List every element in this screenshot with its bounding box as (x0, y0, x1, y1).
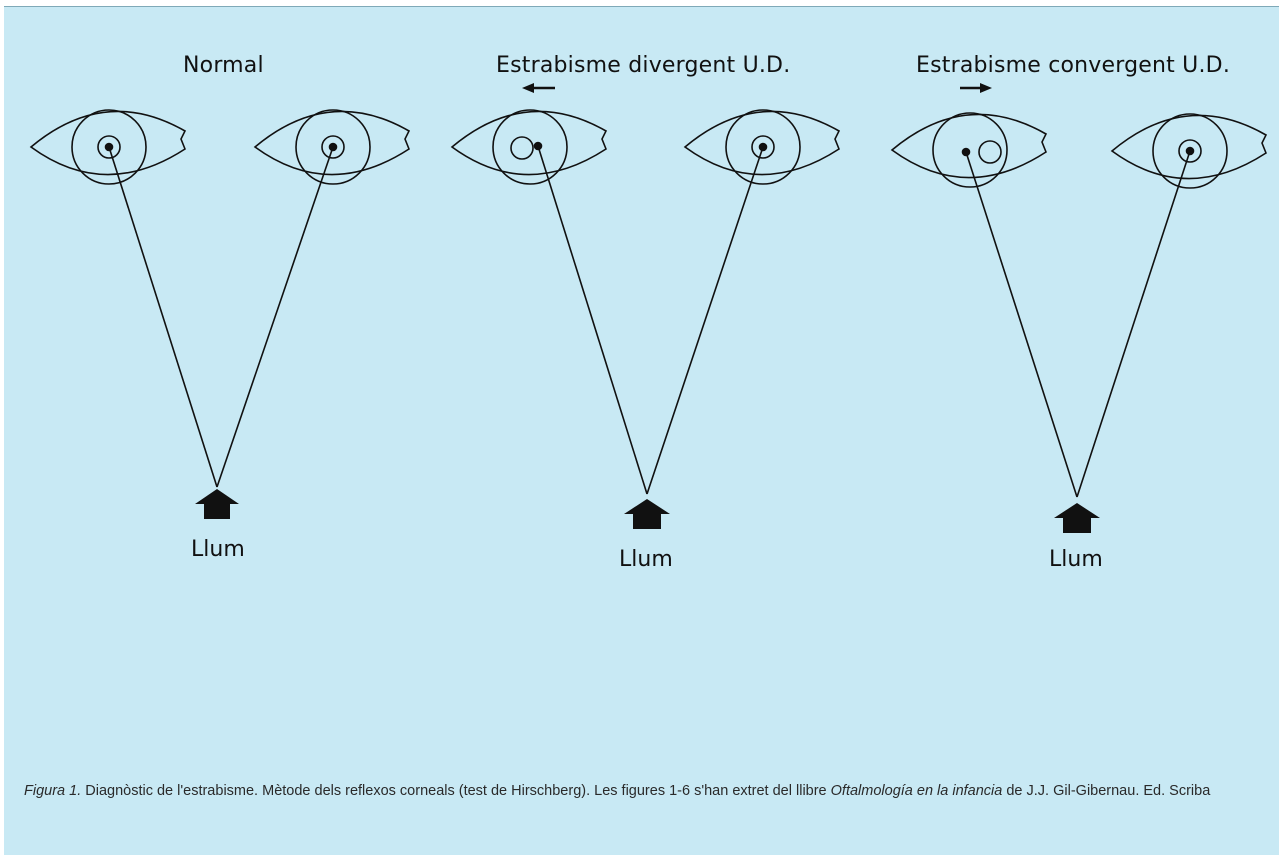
figure-caption: Figura 1. Diagnòstic de l'estrabisme. Mè… (24, 782, 1269, 801)
divergent-left-eye (684, 109, 840, 185)
caption-text: Diagnòstic de l'estrabisme. Mètode dels … (81, 783, 831, 799)
divergent-right-eye (451, 109, 607, 185)
light-source-icon (195, 489, 239, 519)
light-source-icon (1054, 503, 1100, 533)
iris (71, 109, 147, 185)
light-ray (216, 146, 334, 488)
figure-panel: Normal Estrabisme divergent U.D. Estrabi… (4, 6, 1279, 855)
light-ray (1076, 150, 1191, 498)
light-ray (537, 145, 648, 495)
panel-title-divergent: Estrabisme divergent U.D. (496, 53, 791, 78)
left-arrow-icon (522, 83, 555, 93)
light-label-convergent: Llum (1049, 547, 1103, 572)
book-title: Oftalmología en la infancia (830, 783, 1003, 799)
panel-title-convergent: Estrabisme convergent U.D. (916, 53, 1231, 78)
light-label-normal: Llum (191, 537, 245, 562)
pupil (97, 135, 121, 159)
light-source-icon (624, 499, 670, 529)
normal-left-eye (254, 109, 410, 185)
divergent-panel-drawing (451, 83, 840, 529)
right-arrow-icon (960, 83, 992, 93)
convergent-left-eye (1111, 113, 1267, 189)
figure-label: Figura 1. (24, 783, 82, 799)
light-ray (108, 146, 218, 488)
light-ray (965, 151, 1078, 498)
convergent-panel-drawing (891, 83, 1267, 533)
hirschberg-diagram (30, 83, 1267, 533)
panel-title-normal: Normal (183, 53, 264, 78)
convergent-right-eye (891, 112, 1047, 188)
light-ray (646, 146, 764, 495)
light-label-divergent: Llum (619, 547, 673, 572)
caption-text-end: de J.J. Gil-Gibernau. Ed. Scriba (1002, 783, 1211, 799)
normal-right-eye (30, 109, 186, 185)
normal-panel-drawing (30, 109, 410, 519)
